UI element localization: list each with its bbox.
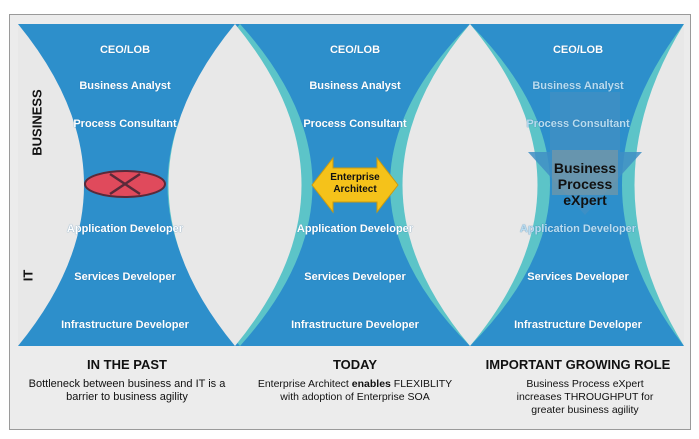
role-services: Services Developer	[527, 271, 629, 283]
lens-left	[18, 24, 84, 346]
role-process: Process Consultant	[526, 118, 630, 130]
business-process-expert-badge: Business Process eXpert	[553, 160, 617, 208]
enterprise-architect-badge: Enterprise Architect	[330, 172, 380, 195]
desc-part: FLEXIBLITY with adoption of Enterprise S…	[280, 378, 453, 403]
role-ceo: CEO/LOB	[552, 44, 604, 56]
role-process: Process Consultant	[303, 118, 407, 130]
role-app: Application Developer	[66, 223, 184, 235]
role-process: Process Consultant	[73, 118, 177, 130]
it-axis-label: IT	[20, 269, 36, 282]
arrow-shade	[552, 150, 618, 195]
lens-middle-1	[168, 24, 302, 346]
panel-title-past: IN THE PAST	[87, 357, 167, 372]
role-ceo: CEO/LOB	[99, 44, 151, 56]
desc-bold: enables	[351, 378, 391, 390]
role-infra: Infrastructure Developer	[291, 319, 419, 331]
role-app: Application Developer	[519, 223, 637, 235]
panel-title-growing: IMPORTANT GROWING ROLE	[485, 357, 671, 372]
role-services: Services Developer	[304, 271, 406, 283]
bottleneck-x-icon	[84, 170, 166, 198]
role-analyst: Business Analyst	[309, 80, 401, 92]
panel-desc-today: Enterprise Architect enables FLEXIBLITY …	[255, 378, 455, 404]
desc-part: Enterprise Architect	[257, 378, 352, 390]
role-analyst: Business Analyst	[79, 80, 171, 92]
role-services: Services Developer	[74, 271, 176, 283]
lens-right	[634, 24, 684, 346]
double-arrow-icon	[311, 156, 399, 214]
role-analyst: Business Analyst	[532, 80, 624, 92]
lens-middle-2	[402, 24, 538, 346]
panel-desc-growing: Business Process eXpert increases THROUG…	[516, 378, 654, 416]
role-infra: Infrastructure Developer	[514, 319, 642, 331]
panel-desc-past: Bottleneck between business and IT is a …	[28, 378, 226, 403]
role-infra: Infrastructure Developer	[61, 319, 189, 331]
panel-title-today: TODAY	[332, 357, 378, 372]
role-ceo: CEO/LOB	[329, 44, 381, 56]
role-app: Application Developer	[296, 223, 414, 235]
business-axis-label: BUSINESS	[29, 89, 45, 156]
